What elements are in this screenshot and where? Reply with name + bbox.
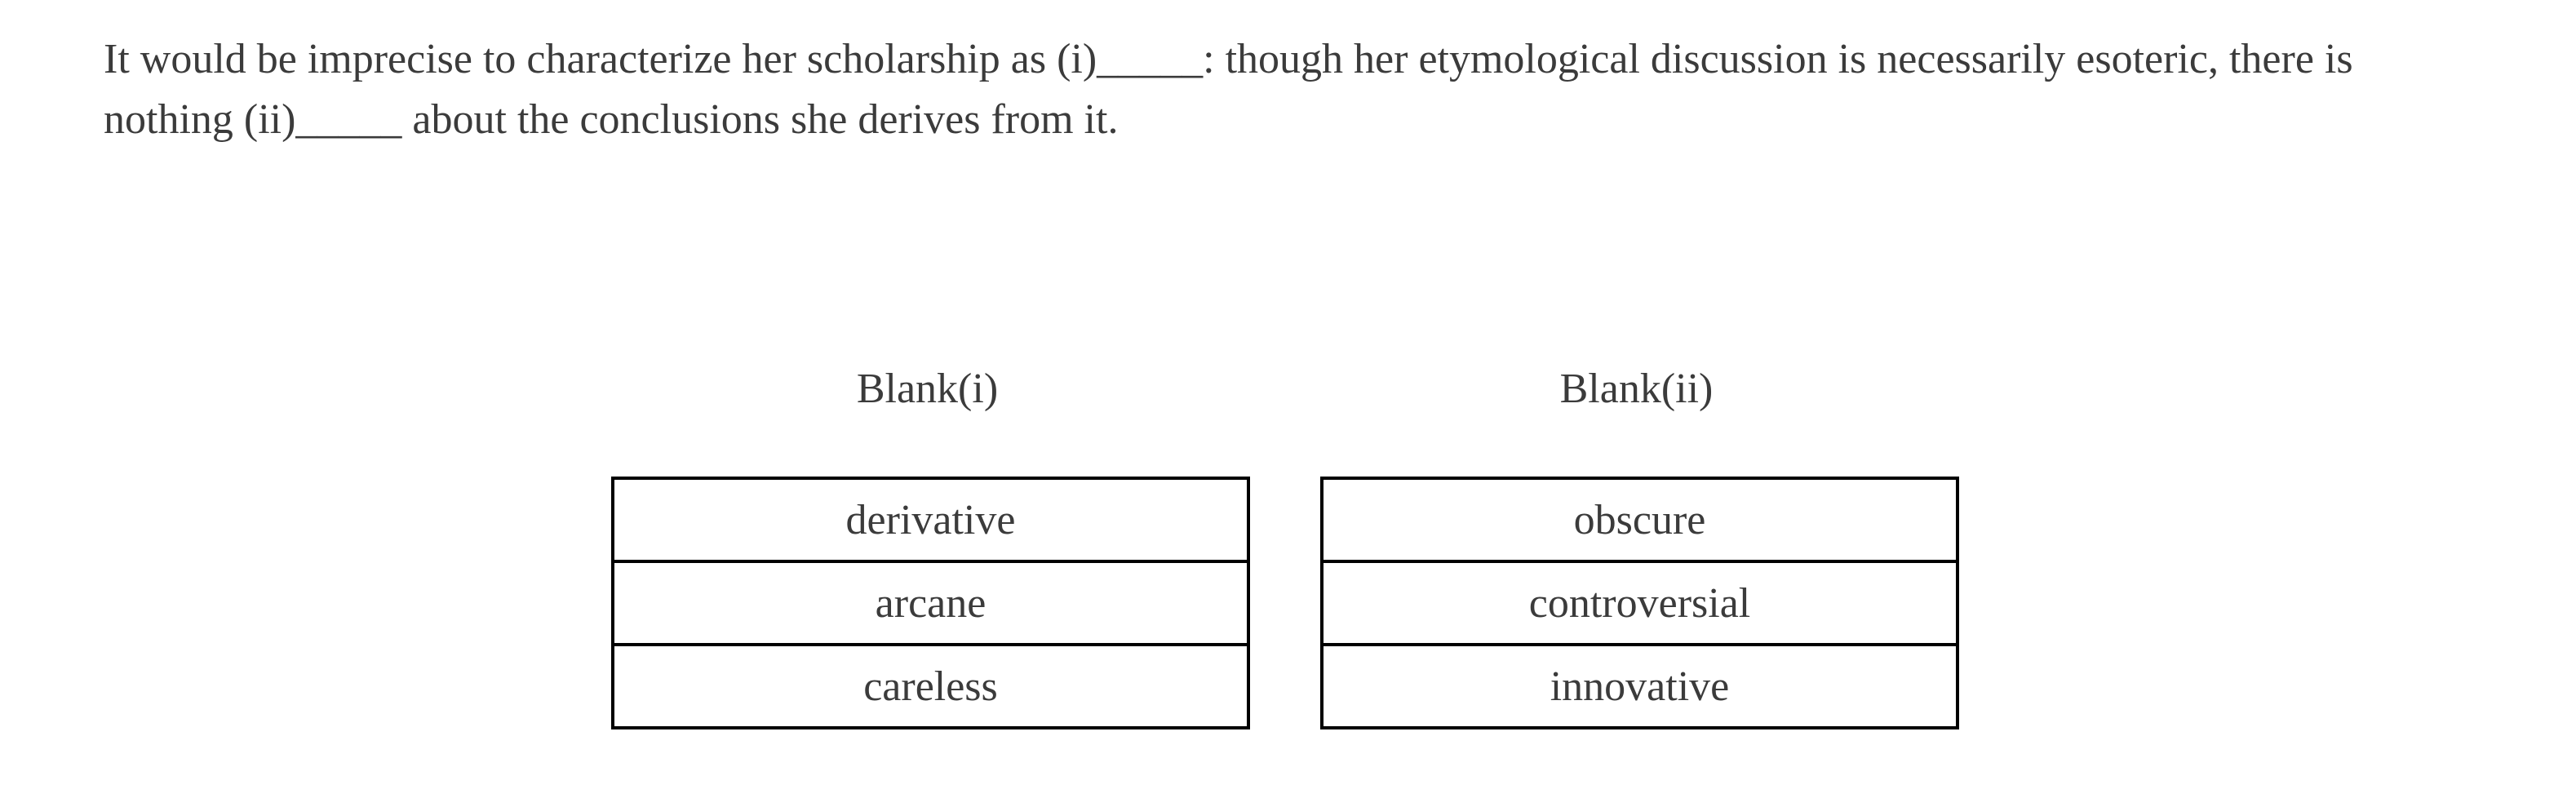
option-blank-i-choice-3[interactable]: careless xyxy=(863,663,998,710)
option-blank-i-choice-1[interactable]: derivative xyxy=(614,480,1247,563)
option-blank-i-choice-2[interactable]: arcane xyxy=(614,563,1247,646)
blank-i-options-table: derivative arcane careless xyxy=(611,477,1250,729)
blank-i-header: Blank(i) xyxy=(856,366,999,412)
passage-line-1: It would be imprecise to characterize he… xyxy=(104,36,2353,82)
option-blank-ii-choice-2[interactable]: controversial xyxy=(1323,563,1956,646)
passage-line-2: nothing (ii)_____ about the conclusions … xyxy=(104,96,1119,143)
blank-ii-options-table: obscure controversial innovative xyxy=(1320,477,1959,729)
option-blank-ii-choice-1[interactable]: obscure xyxy=(1323,480,1956,563)
blank-ii-header: Blank(ii) xyxy=(1559,366,1714,412)
option-blank-ii-choice-3[interactable]: innovative xyxy=(1550,663,1730,710)
question-passage: It would be imprecise to characterize he… xyxy=(104,29,2353,150)
